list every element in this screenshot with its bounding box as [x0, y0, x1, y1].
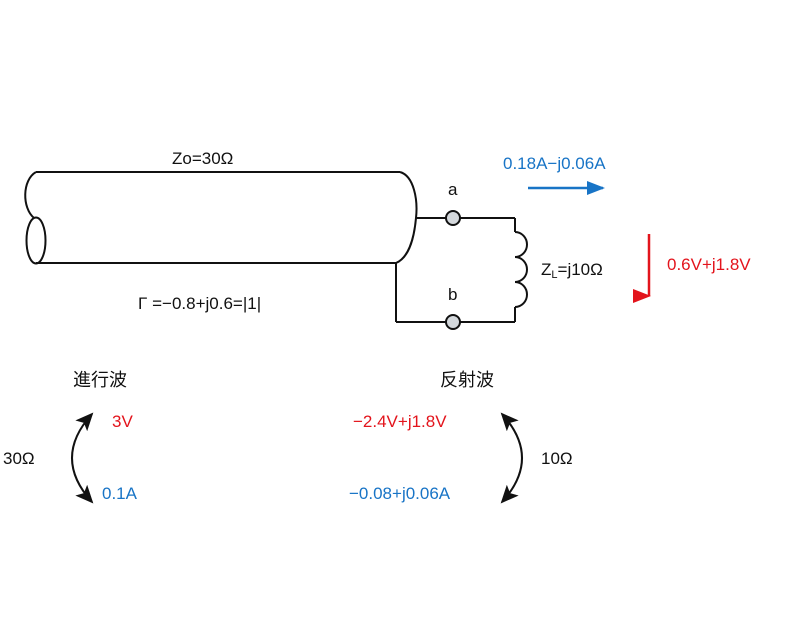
terminal-a — [445, 210, 461, 226]
line-impedance-label: Zo=30Ω — [172, 149, 234, 168]
reflected-impedance-arrow — [500, 412, 523, 504]
cable-left-end-curve — [24, 171, 37, 219]
incident-voltage: 3V — [112, 412, 133, 431]
wiring — [395, 217, 528, 323]
incident-current: 0.1A — [102, 484, 137, 503]
reflection-coefficient-label: Γ =−0.8+j0.6=|1| — [138, 294, 262, 313]
load-impedance-label: ZL=j10Ω — [541, 261, 603, 281]
transmission-line — [24, 171, 418, 265]
inductor-coil — [514, 231, 528, 308]
incident-impedance-label: 30Ω — [3, 449, 35, 468]
terminal-a-label: a — [448, 180, 458, 199]
load-label-main: Z — [541, 260, 552, 279]
load-label-subscript: L — [551, 269, 558, 281]
incident-impedance-arrow — [71, 412, 94, 504]
load-voltage-label: 0.6V+j1.8V — [667, 255, 751, 274]
cable-left-end-ellipse — [25, 216, 47, 265]
reflected-voltage: −2.4V+j1.8V — [353, 412, 447, 431]
reflected-impedance-label: 10Ω — [541, 449, 573, 468]
load-current-label: 0.18A−j0.06A — [503, 154, 606, 173]
cable-right-end — [395, 171, 418, 264]
incident-wave-title: 進行波 — [73, 370, 127, 391]
terminal-b-label: b — [448, 285, 458, 304]
load-label-value: =j10Ω — [557, 260, 603, 279]
terminal-b — [445, 314, 461, 330]
reflected-current: −0.08+j0.06A — [349, 484, 451, 503]
reflected-wave-title: 反射波 — [440, 370, 494, 391]
